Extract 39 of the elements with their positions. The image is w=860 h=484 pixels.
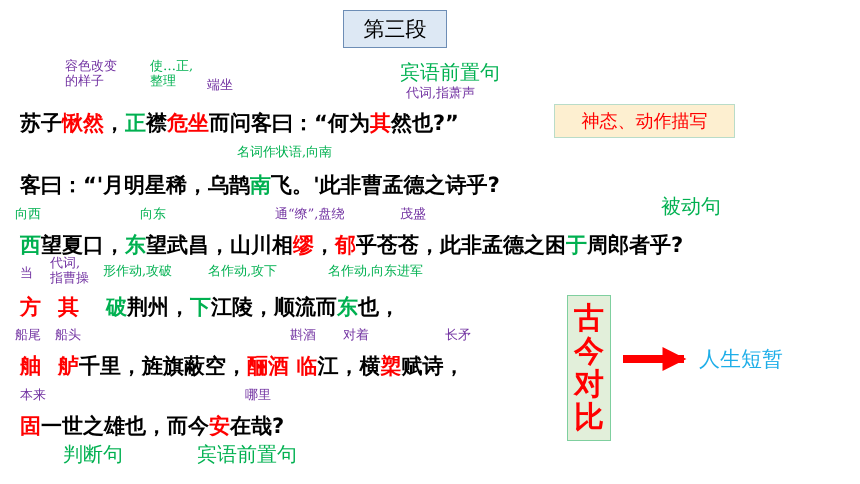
- annotation: 船尾: [15, 328, 41, 344]
- annotation: 代词,指萧声: [406, 86, 476, 102]
- grammar-note: 被动句: [661, 194, 721, 219]
- text-line: 破荆州，下江陵，顺流而东也，: [106, 294, 400, 320]
- conclusion-text: 人生短暂: [688, 344, 794, 374]
- title-box: 第三段: [343, 10, 447, 48]
- text-line: 其: [58, 294, 79, 320]
- annotation: 端坐: [207, 78, 233, 94]
- grammar-note: 宾语前置句: [197, 442, 297, 467]
- annotation: 斟酒: [290, 328, 316, 344]
- annotation: 名作动,向东进军: [328, 264, 424, 280]
- annotation: 对着: [343, 328, 369, 344]
- note-box: 神态、动作描写: [554, 104, 735, 138]
- annotation: 船头: [55, 328, 81, 344]
- vertical-label-box: 古今对比: [567, 295, 611, 441]
- text-line: 苏子愀然，正襟危坐而问客曰：“何为其然也?”: [20, 110, 459, 136]
- text-line: 固一世之雄也，而今安在哉?: [20, 413, 284, 440]
- annotation: 哪里: [245, 388, 271, 404]
- text-line: 舻千里，旌旗蔽空，酾酒 临江，横槊赋诗，: [58, 353, 464, 380]
- annotation: 代词,指曹操: [50, 257, 90, 287]
- annotation: 使…正,整理: [150, 60, 194, 90]
- annotation: 茂盛: [400, 207, 426, 224]
- annotation: 通“缭”,盘绕: [275, 207, 344, 224]
- annotation: 向西: [15, 207, 41, 224]
- annotation: 当: [20, 266, 33, 282]
- text-line: 西望夏口，东望武昌，山川相缪，郁乎苍苍，此非孟德之困于周郎者乎?: [20, 232, 684, 257]
- grammar-note: 宾语前置句: [400, 60, 500, 85]
- annotation: 名词作状语,向南: [237, 145, 332, 162]
- annotation: 长矛: [445, 328, 471, 344]
- grammar-note: 判断句: [63, 442, 123, 467]
- annotation: 形作动,攻破: [103, 264, 172, 280]
- annotation: 向东: [140, 207, 166, 224]
- annotation: 本来: [20, 388, 46, 404]
- annotation: 名作动,攻下: [208, 264, 278, 280]
- text-line: 客曰：“'月明星稀，乌鹊南飞。'此非曹孟德之诗乎?: [20, 172, 500, 198]
- text-line: 舳: [20, 353, 41, 380]
- text-line: 方: [20, 294, 41, 320]
- annotation: 容色改变的样子: [65, 60, 118, 90]
- arrow: [623, 347, 686, 371]
